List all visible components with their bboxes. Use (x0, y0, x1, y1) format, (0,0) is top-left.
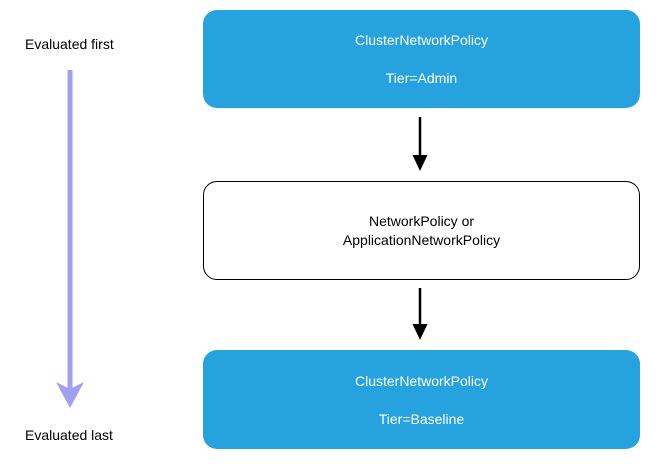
arrow-top-to-middle (412, 117, 428, 171)
node-title: ClusterNetworkPolicy (354, 372, 489, 389)
arrow-middle-to-bottom-head (412, 324, 428, 340)
node-title: ClusterNetworkPolicy (354, 32, 489, 48)
evaluation-order-arrow (56, 70, 84, 408)
arrow-middle-to-bottom (412, 288, 428, 340)
node-title: NetworkPolicy or (368, 213, 475, 229)
arrow-top-to-middle-head (412, 155, 428, 171)
node-subtitle: Tier=Admin (385, 70, 458, 86)
evaluation-order-arrow-head (56, 382, 84, 408)
node-subtitle: Tier=Baseline (378, 410, 465, 427)
node-subtitle: ApplicationNetworkPolicy (342, 232, 501, 248)
node-networkpolicy: NetworkPolicy or ApplicationNetworkPolic… (203, 181, 640, 280)
evaluated-last-label: Evaluated last (25, 427, 113, 443)
node-clusternetworkpolicy-baseline: ClusterNetworkPolicy Tier=Baseline (203, 350, 640, 449)
evaluated-first-label: Evaluated first (25, 36, 114, 52)
node-clusternetworkpolicy-admin: ClusterNetworkPolicy Tier=Admin (203, 10, 640, 108)
